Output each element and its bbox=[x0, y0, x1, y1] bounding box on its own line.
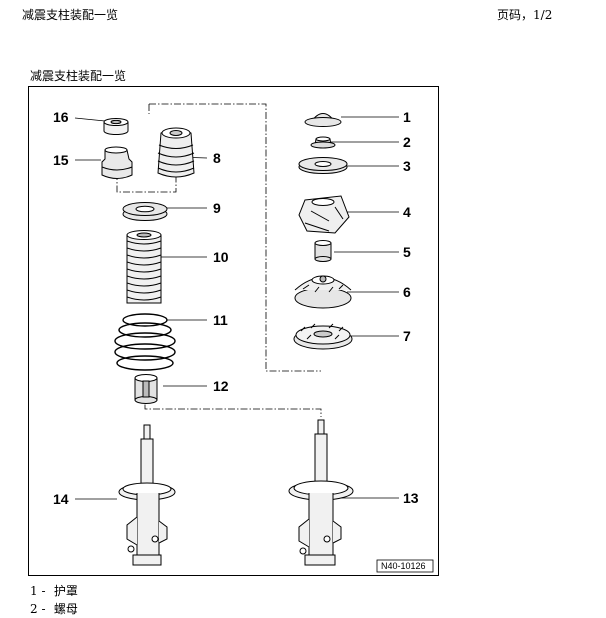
part-13-strut-right bbox=[288, 419, 354, 566]
part-8-bellow bbox=[157, 127, 195, 178]
legend-item: 2 - 螺母 bbox=[30, 600, 78, 618]
callout-14: 14 bbox=[53, 491, 69, 507]
callout-7: 7 bbox=[403, 328, 411, 344]
callout-2: 2 bbox=[403, 134, 411, 150]
callout-10: 10 bbox=[213, 249, 229, 265]
callout-9: 9 bbox=[213, 200, 221, 216]
leader-lines bbox=[74, 116, 399, 500]
callout-6: 6 bbox=[403, 284, 411, 300]
part-11-coil-spring bbox=[114, 313, 176, 371]
callout-3: 3 bbox=[403, 158, 411, 174]
document-title: 减震支柱装配一览 bbox=[22, 8, 119, 22]
part-4-seal bbox=[298, 195, 350, 234]
exploded-view-diagram: 1 2 3 4 5 6 7 8 9 10 11 12 13 14 15 16 N… bbox=[53, 103, 434, 573]
legend-item: 1 - 护罩 bbox=[30, 582, 78, 600]
legend-item-number: 2 - bbox=[30, 602, 46, 616]
callout-labels: 1 2 3 4 5 6 7 8 9 10 11 12 13 14 15 16 bbox=[53, 109, 419, 507]
legend-item-text: 护罩 bbox=[53, 584, 78, 598]
part-12-bush bbox=[134, 374, 158, 404]
page-label: 页码， bbox=[497, 8, 534, 22]
callout-8: 8 bbox=[213, 150, 221, 166]
legend-item-text: 螺母 bbox=[53, 602, 78, 616]
callout-12: 12 bbox=[213, 378, 229, 394]
callout-5: 5 bbox=[403, 244, 411, 260]
part-16-cap bbox=[103, 118, 129, 135]
figure-ref-code: N40-10126 bbox=[381, 561, 426, 571]
part-14-strut-left bbox=[118, 424, 176, 566]
callout-16: 16 bbox=[53, 109, 69, 125]
callout-13: 13 bbox=[403, 490, 419, 506]
part-2-nut bbox=[310, 136, 336, 149]
part-9-spring-seat bbox=[122, 202, 168, 221]
grouping-lines bbox=[116, 103, 322, 417]
legend-item-number: 1 - bbox=[30, 584, 46, 598]
part-3-washer bbox=[298, 157, 348, 174]
part-10-sleeve bbox=[126, 230, 162, 304]
part-5-spacer bbox=[314, 240, 332, 262]
callout-4: 4 bbox=[403, 204, 411, 220]
ref-code-box bbox=[376, 559, 434, 573]
part-1-cover bbox=[304, 113, 342, 127]
page-indicator: 页码，1/2 bbox=[497, 6, 552, 23]
part-15-bump-stop bbox=[101, 146, 133, 179]
callout-15: 15 bbox=[53, 152, 69, 168]
part-6-strut-mount bbox=[294, 275, 352, 309]
part-7-bearing bbox=[293, 323, 353, 350]
callout-1: 1 bbox=[403, 109, 411, 125]
page-value: 1/2 bbox=[533, 8, 553, 22]
parts-legend: 1 - 护罩 2 - 螺母 bbox=[30, 582, 78, 618]
strut-assembly-figure: 1 2 3 4 5 6 7 8 9 10 11 12 13 14 15 16 N… bbox=[28, 86, 439, 576]
callout-11: 11 bbox=[213, 312, 228, 328]
section-title: 减震支柱装配一览 bbox=[30, 69, 127, 83]
